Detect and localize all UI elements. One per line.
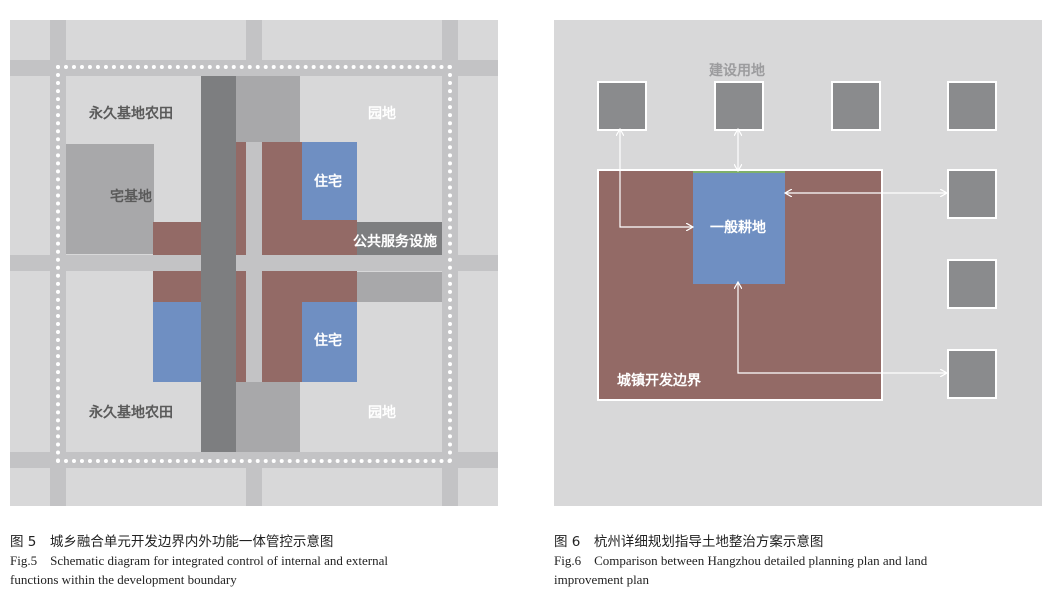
label-farmland-top: 永久基地农田 — [89, 105, 173, 121]
label-construction-land: 建设用地 — [709, 62, 765, 78]
public-service-block — [357, 222, 442, 255]
general-farmland-block — [693, 171, 785, 284]
gray-block-center-top — [236, 76, 300, 142]
label-general-farmland: 一般耕地 — [710, 219, 766, 235]
fig6-caption-en-line1: Fig.6 Comparison between Hangzhou detail… — [554, 553, 928, 568]
fig5-caption-en-line1: Fig.5 Schematic diagram for integrated c… — [10, 553, 388, 568]
construction-plot-3 — [831, 81, 881, 131]
residential-block-bottom-right — [302, 302, 357, 382]
brown-block-left-top — [153, 222, 201, 255]
gray-block-right-middle — [357, 272, 442, 302]
development-boundary — [56, 65, 452, 463]
fig5-caption-en-line2: functions within the development boundar… — [10, 572, 237, 587]
brown-block-center-left-top — [236, 142, 246, 255]
brown-block-left-bottom — [153, 271, 201, 302]
construction-plot-6 — [947, 259, 997, 309]
fig5-caption-cn: 图 5 城乡融合单元开发边界内外功能一体管控示意图 — [10, 534, 334, 550]
brown-block-center-left-bottom — [236, 271, 246, 382]
figure-6-diagram: 建设用地 一般耕地 城镇开发边界 — [554, 20, 1042, 506]
arrows-layer — [554, 20, 1042, 506]
arrow-farmland-to-plot7 — [738, 283, 946, 373]
label-homestead: 宅基地 — [110, 188, 152, 204]
label-farmland-bottom: 永久基地农田 — [89, 404, 173, 420]
arrow-plot1-to-farmland — [620, 130, 692, 227]
label-urban-boundary: 城镇开发边界 — [617, 372, 701, 388]
label-garden-bottom: 园地 — [368, 404, 396, 420]
label-garden-top: 园地 — [368, 105, 396, 121]
construction-plot-4 — [947, 81, 997, 131]
construction-plot-5 — [947, 169, 997, 219]
fig6-caption-cn: 图 6 杭州详细规划指导土地整治方案示意图 — [554, 534, 824, 550]
label-public-service: 公共服务设施 — [353, 233, 437, 249]
label-residential-bottom: 住宅 — [314, 332, 342, 348]
fig6-caption-en-line2: improvement plan — [554, 572, 649, 587]
construction-plot-2 — [714, 81, 764, 131]
homestead-block — [66, 144, 154, 254]
residential-block-bottom-left — [153, 302, 201, 382]
construction-plot-7 — [947, 349, 997, 399]
main-road-vertical — [201, 76, 236, 452]
residential-block-top — [302, 142, 357, 220]
label-residential-top: 住宅 — [314, 173, 342, 189]
gray-block-center-bottom — [236, 382, 300, 452]
figure-5-diagram: 永久基地农田 园地 宅基地 住宅 公共服务设施 住宅 永久基地农田 园地 — [10, 20, 498, 506]
